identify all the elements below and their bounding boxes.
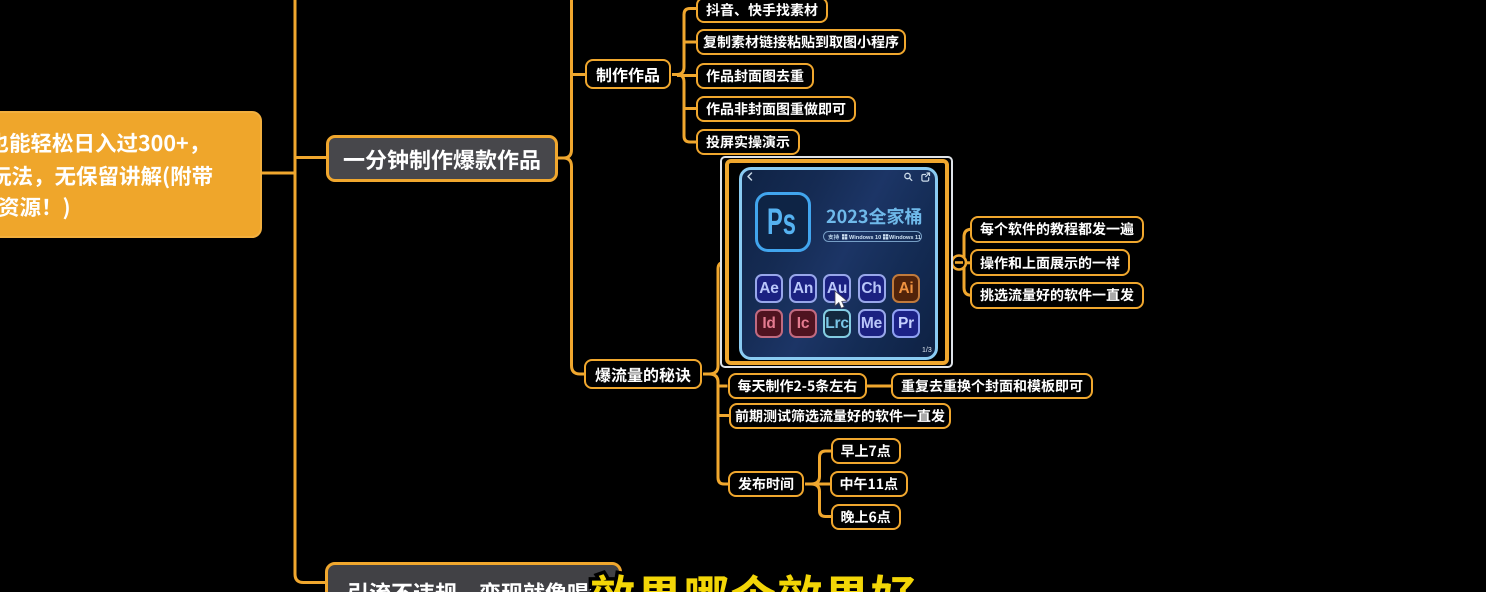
svg-text:效果哪个效果好: 效果哪个效果好: [590, 561, 918, 592]
svg-text:Windows 11: Windows 11: [889, 235, 921, 241]
svg-text:Windows 10: Windows 10: [849, 235, 881, 241]
svg-text:支持: 支持: [828, 233, 840, 241]
